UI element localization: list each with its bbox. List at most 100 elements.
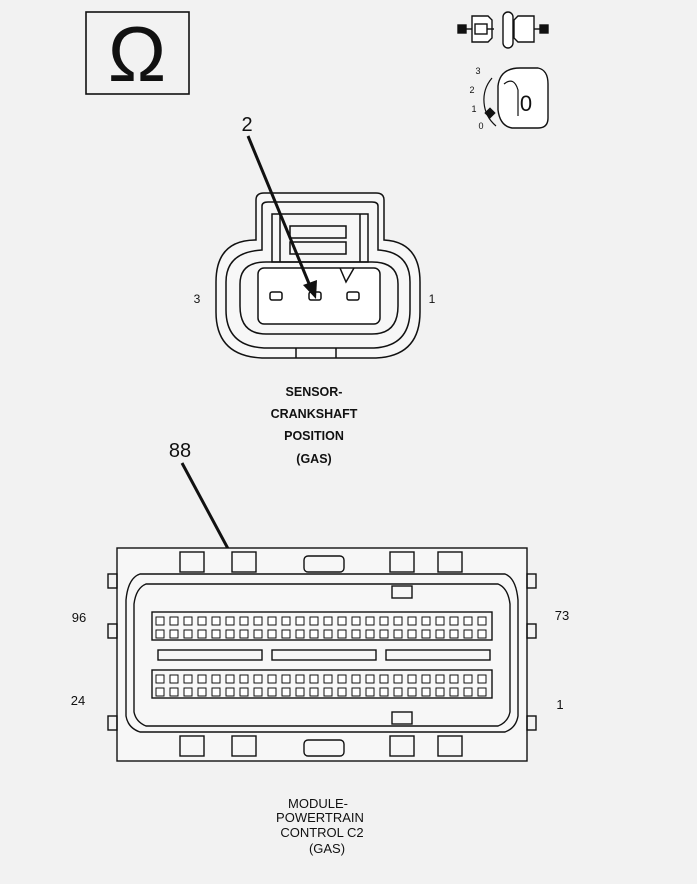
module-pin-cavity [267, 674, 277, 684]
module-pin-cavity [295, 616, 305, 626]
module-pin-cavity [351, 629, 361, 639]
module-pin-cavity [197, 629, 207, 639]
module-pin-cavity [211, 629, 221, 639]
sensor-callout-arrow [246, 135, 317, 299]
ignition-key-icon: 3 2 1 0 0 [469, 66, 549, 131]
module-pin-cavity [463, 674, 473, 684]
module-pin-cavity [407, 674, 417, 684]
module-pin-cavity [169, 674, 179, 684]
module-pin-cavity [169, 629, 179, 639]
module-pin-cavity [225, 674, 235, 684]
module-connector [107, 547, 537, 762]
module-pin-cavity [225, 629, 235, 639]
sensor-title: SENSOR- CRANKSHAFT POSITION (GAS) [271, 385, 358, 466]
module-pin-cavity [407, 616, 417, 626]
ignition-position-0: 0 [478, 121, 483, 131]
module-pin-cavity [449, 616, 459, 626]
module-pin-cavity [225, 616, 235, 626]
module-title-line: POWERTRAIN [276, 810, 364, 825]
module-pin-cavity [295, 629, 305, 639]
module-title: MODULE- POWERTRAIN CONTROL C2 (GAS) [276, 796, 364, 856]
module-pin-cavity [239, 629, 249, 639]
ignition-selected-position: 0 [520, 91, 532, 116]
module-pin-cavity [393, 629, 403, 639]
module-pin-cavity [225, 687, 235, 697]
module-pin-cavity [155, 674, 165, 684]
module-pin-grid [155, 616, 487, 697]
module-pin-cavity [463, 616, 473, 626]
module-pin-cavity [421, 687, 431, 697]
module-pin-cavity [211, 687, 221, 697]
module-pin-cavity [337, 616, 347, 626]
module-pin-cavity [393, 674, 403, 684]
module-pin-cavity [267, 629, 277, 639]
module-pin-cavity [155, 687, 165, 697]
module-pin-cavity [183, 616, 193, 626]
module-pin-cavity [407, 687, 417, 697]
module-pin-cavity [197, 674, 207, 684]
module-pin-label-bottom-left: 24 [71, 693, 85, 708]
module-pin-cavity [183, 629, 193, 639]
module-pin-cavity [267, 687, 277, 697]
sensor-connector [215, 192, 421, 359]
module-pin-cavity [477, 616, 487, 626]
ohmmeter-symbol: Ω [85, 10, 190, 98]
module-pin-cavity [281, 629, 291, 639]
module-pin-cavity [281, 674, 291, 684]
module-pin-cavity [365, 674, 375, 684]
module-pin-cavity [281, 687, 291, 697]
ignition-position-2: 2 [469, 85, 474, 95]
module-pin-cavity [351, 674, 361, 684]
module-pin-cavity [421, 616, 431, 626]
module-pin-cavity [449, 687, 459, 697]
module-pin-cavity [239, 616, 249, 626]
module-pin-cavity [421, 629, 431, 639]
module-pin-cavity [379, 616, 389, 626]
module-pin-cavity [477, 687, 487, 697]
module-pin-cavity [477, 674, 487, 684]
module-pin-label-top-right: 73 [555, 608, 569, 623]
module-pin-cavity [379, 629, 389, 639]
module-pin-cavity [365, 687, 375, 697]
module-pin-cavity [309, 616, 319, 626]
module-pin-cavity [169, 687, 179, 697]
connector-disconnected-icon [457, 11, 549, 49]
ohm-icon: Ω [108, 10, 166, 98]
module-pin-cavity [351, 687, 361, 697]
module-pin-cavity [393, 687, 403, 697]
module-pin-cavity [323, 674, 333, 684]
sensor-title-line: (GAS) [296, 452, 331, 466]
module-pin-cavity [449, 629, 459, 639]
module-pin-cavity [183, 687, 193, 697]
module-pin-cavity [435, 629, 445, 639]
module-pin-cavity [267, 616, 277, 626]
module-pin-cavity [435, 674, 445, 684]
module-pin-cavity [155, 629, 165, 639]
sensor-pin-3 [269, 291, 283, 301]
module-pin-cavity [337, 687, 347, 697]
module-pin-cavity [365, 629, 375, 639]
module-pin-cavity [477, 629, 487, 639]
module-pin-cavity [407, 629, 417, 639]
module-pin-cavity [253, 674, 263, 684]
module-pin-cavity [337, 674, 347, 684]
sensor-pin-1 [346, 291, 360, 301]
ignition-position-1: 1 [471, 104, 476, 114]
module-pin-cavity [323, 629, 333, 639]
module-pin-cavity [253, 616, 263, 626]
module-pin-cavity [253, 687, 263, 697]
module-pin-cavity [197, 616, 207, 626]
ignition-position-3: 3 [475, 66, 480, 76]
sensor-pin-label-left: 3 [194, 292, 201, 306]
module-pin-cavity [393, 616, 403, 626]
sensor-pin-label-right: 1 [429, 292, 436, 306]
module-pin-cavity [351, 616, 361, 626]
module-pin-cavity [435, 616, 445, 626]
sensor-title-line: POSITION [284, 429, 344, 443]
module-pin-cavity [449, 674, 459, 684]
module-pin-cavity [421, 674, 431, 684]
module-pin-cavity [281, 616, 291, 626]
module-pin-cavity [211, 674, 221, 684]
module-title-line: CONTROL C2 [280, 825, 363, 840]
